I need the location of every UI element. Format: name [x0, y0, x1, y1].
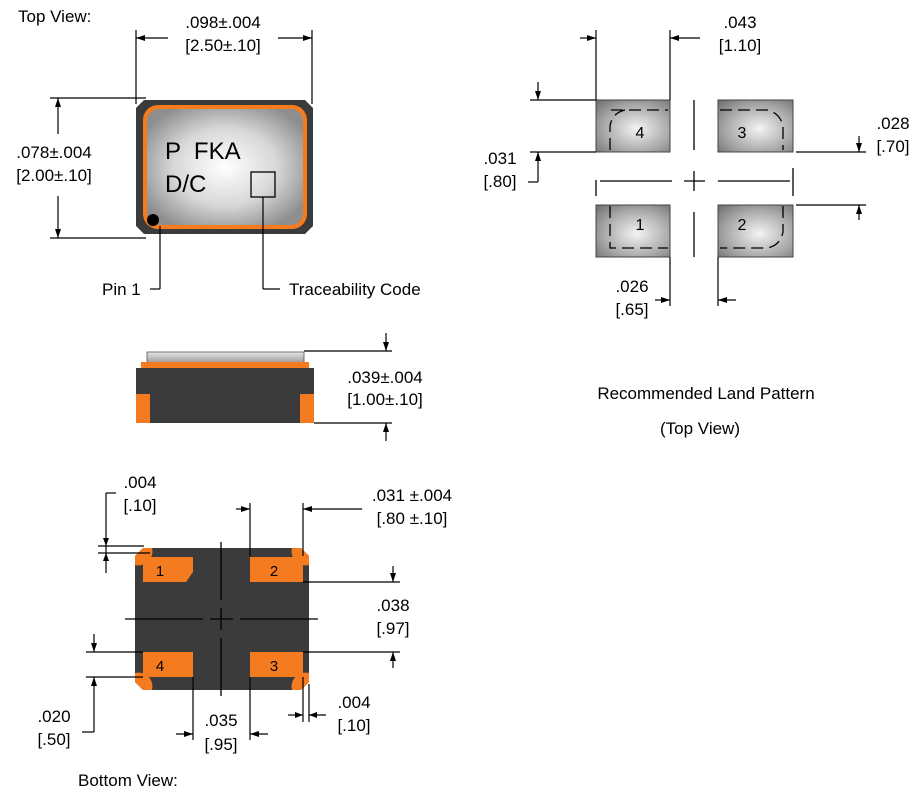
- land-bottom-inch: .026: [615, 277, 648, 296]
- land-pattern-subcaption: (Top View): [660, 419, 740, 438]
- land-right-dimension: .028 [.70]: [796, 114, 910, 220]
- land-pad-label-4: 4: [636, 125, 645, 142]
- land-pad-2: [717, 204, 794, 258]
- bottom-pad-width-dimension: .031 ±.004 [.80 ±.10]: [236, 486, 452, 556]
- corner-gap-mm: [.10]: [123, 496, 156, 515]
- land-left-dimension: .031 [.80]: [483, 82, 596, 191]
- edge-gap-inch: .004: [337, 693, 370, 712]
- land-bottom-dimension: .026 [.65]: [615, 257, 736, 319]
- top-height-inch: .078±.004: [16, 143, 92, 162]
- pad-pitch-mm: [.97]: [376, 619, 409, 638]
- pad-height-mm: [.50]: [37, 730, 70, 749]
- land-pad-label-2: 2: [738, 217, 747, 234]
- pad-pitch-inch: .038: [376, 596, 409, 615]
- side-thickness-inch: .039±.004: [347, 368, 423, 387]
- land-pattern: 4 3 1 2 .043 [1.10] .031 [.80]: [483, 13, 909, 438]
- bottom-pin-2: 2: [270, 563, 278, 580]
- bottom-edge-gap-dimension: .004 [.10]: [288, 677, 371, 735]
- bottom-pad-1: [143, 557, 193, 582]
- traceability-label: Traceability Code: [289, 280, 421, 299]
- top-width-mm: [2.50±.10]: [185, 36, 261, 55]
- pad-gap-mm: [.95]: [204, 735, 237, 754]
- pad-width-mm: [.80 ±.10]: [377, 509, 448, 528]
- pin1-label: Pin 1: [102, 280, 141, 299]
- side-thickness-dimension: .039±.004 [1.00±.10]: [304, 333, 423, 441]
- pin1-dot: [147, 214, 159, 226]
- top-view: Top View: .098±.004 [2.50±.10] .078±.004…: [16, 7, 420, 299]
- pad-width-inch: .031 ±.004: [372, 486, 452, 505]
- marking-line1: P FKA: [165, 138, 241, 165]
- bottom-pad-3: [250, 652, 303, 677]
- bottom-corner-gap-dimension: .004 [.10]: [98, 473, 157, 573]
- bottom-pad-4: [143, 652, 193, 677]
- top-width-inch: .098±.004: [185, 13, 261, 32]
- bottom-pad-height-dimension: .020 [.50]: [37, 634, 143, 749]
- land-left-inch: .031: [483, 149, 516, 168]
- land-right-mm: [.70]: [876, 137, 909, 156]
- bottom-pad-pitch-dimension: .038 [.97]: [303, 566, 410, 668]
- land-pad-label-3: 3: [738, 125, 747, 142]
- bottom-view: 1 2 4 3 .004 [.10] .031: [37, 473, 452, 790]
- bottom-pin-4: 4: [156, 658, 164, 675]
- bottom-pin-3: 3: [270, 658, 278, 675]
- edge-gap-mm: [.10]: [337, 716, 370, 735]
- land-bottom-mm: [.65]: [615, 300, 648, 319]
- top-package-body: P FKA D/C: [136, 100, 313, 234]
- land-top-dimension: .043 [1.10]: [580, 13, 761, 100]
- land-left-mm: [.80]: [483, 172, 516, 191]
- land-pattern-caption: Recommended Land Pattern: [597, 384, 814, 403]
- land-pad-1: [595, 204, 671, 258]
- top-width-dimension: .098±.004 [2.50±.10]: [135, 13, 313, 104]
- land-top-inch: .043: [723, 13, 756, 32]
- top-height-mm: [2.00±.10]: [16, 166, 92, 185]
- top-height-dimension: .078±.004 [2.00±.10]: [16, 97, 146, 239]
- top-view-heading: Top View:: [18, 7, 91, 26]
- land-right-inch: .028: [876, 114, 909, 133]
- side-view: .039±.004 [1.00±.10]: [136, 333, 423, 441]
- side-thickness-mm: [1.00±.10]: [347, 390, 423, 409]
- top-leaders: Pin 1 Traceability Code: [102, 197, 421, 299]
- land-top-mm: [1.10]: [719, 36, 762, 55]
- bottom-pin-1: 1: [156, 563, 164, 580]
- pad-height-inch: .020: [37, 707, 70, 726]
- marking-line2: D/C: [165, 171, 206, 198]
- land-pad-label-1: 1: [636, 217, 645, 234]
- corner-gap-inch: .004: [123, 473, 156, 492]
- bottom-pad-2: [250, 557, 303, 582]
- pad-gap-inch: .035: [204, 711, 237, 730]
- bottom-pad-gap-dimension: .035 [.95]: [176, 677, 268, 754]
- bottom-view-heading: Bottom View:: [78, 771, 178, 790]
- land-pad-3: [717, 99, 794, 153]
- land-pad-4: [595, 99, 671, 153]
